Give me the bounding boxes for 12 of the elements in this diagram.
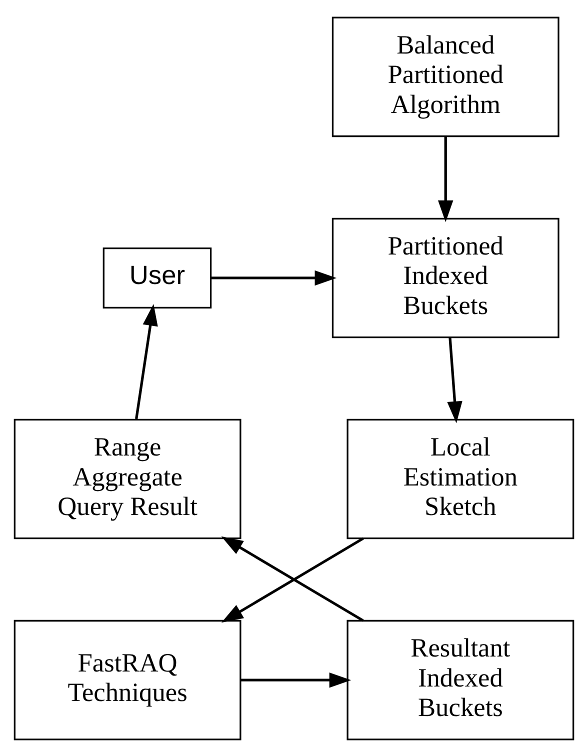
arrow [240,672,352,688]
node-box: Balanced Partitioned Algorithm [332,16,560,137]
node-box: Range Aggregate Query Result [14,418,242,539]
node-box: Partitioned Indexed Buckets [332,217,560,338]
arrow [135,304,158,419]
node-box: User [102,246,212,308]
node-box: Resultant Indexed Buckets [346,619,574,740]
arrow [447,336,462,423]
arrow [211,270,337,286]
node-box: Local Estimation Sketch [346,418,574,539]
arrow [438,136,454,222]
node-box: FastRAQ Techniques [14,619,242,740]
